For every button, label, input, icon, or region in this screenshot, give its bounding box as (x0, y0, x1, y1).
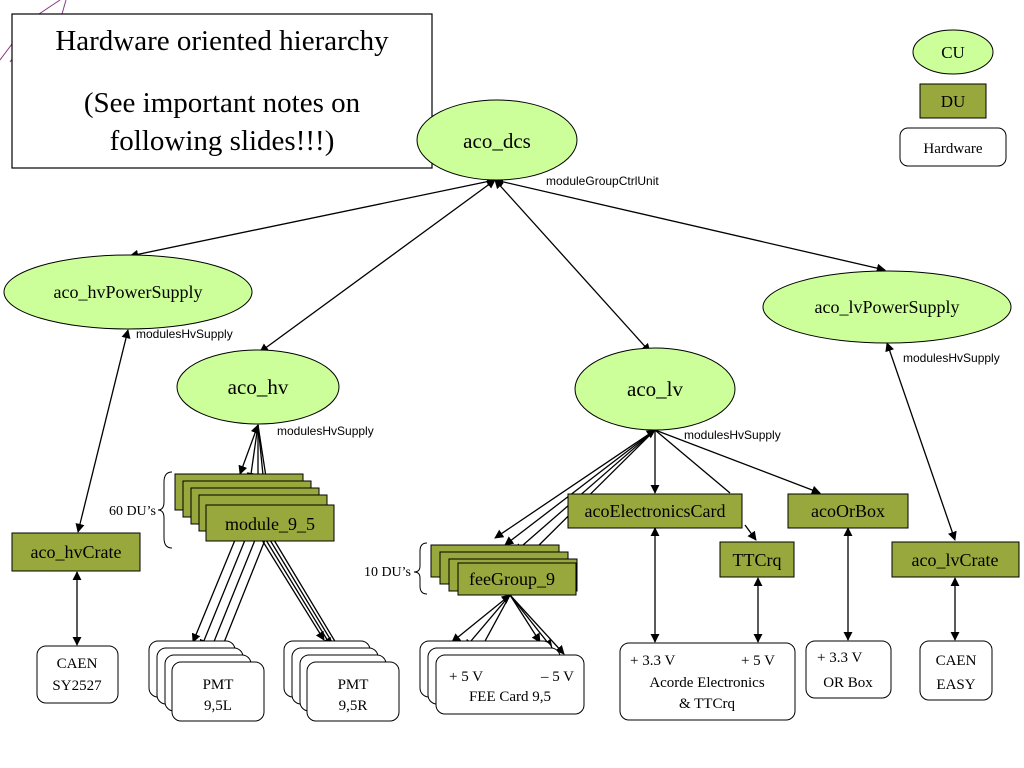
edge-label-hv: modulesHvSupply (277, 424, 374, 438)
brace-60-dus: 60 DU’s (109, 471, 173, 549)
pmt-right-line1: PMT (338, 677, 369, 693)
pmt-right-line2: 9,5R (339, 698, 368, 714)
caen-sy-line1: CAEN (57, 656, 98, 672)
legend-du-shape (919, 83, 987, 119)
hardware-or-box[interactable]: + 3.3 V OR Box (805, 640, 892, 699)
acorde-name: Acorde Electronics (649, 675, 765, 691)
diagram-title: Hardware oriented hierarchy (55, 25, 389, 57)
node-feegroup-label: feeGroup_9 (469, 569, 555, 589)
title-box: Hardware oriented hierarchy (See importa… (11, 13, 433, 169)
legend-cu-shape (912, 29, 994, 75)
note-line-2: following slides!!!) (110, 125, 335, 157)
legend-hardware-label: Hardware (923, 141, 982, 157)
node-aco-lvpowersupply[interactable]: aco_lvPowerSupply (762, 270, 1012, 344)
node-aco-lv-label: aco_lv (627, 377, 683, 401)
node-acoelectronicscard[interactable]: acoElectronicsCard (567, 493, 743, 529)
node-aco-lvcrate-label: aco_lvCrate (912, 550, 999, 570)
pmt-left-line2: 9,5L (204, 698, 232, 714)
hardware-caen-sy2527[interactable]: CAEN SY2527 (36, 645, 119, 704)
node-acoorbox-label: acoOrBox (811, 501, 885, 521)
brace-60-label: 60 DU’s (109, 504, 156, 519)
node-aco-hv-label: aco_hv (228, 375, 289, 399)
node-ttcrq-label: TTCrq (733, 550, 782, 570)
acorde-voltage-1: + 3.3 V (630, 653, 675, 669)
node-acoelectronicscard-label: acoElectronicsCard (585, 501, 726, 521)
node-aco-hvpowersupply-label: aco_hvPowerSupply (54, 282, 203, 302)
pmt-left-line1: PMT (203, 677, 234, 693)
legend: CU DU Hardware (899, 29, 1007, 167)
node-aco-lvcrate[interactable]: aco_lvCrate (891, 541, 1020, 578)
acorde-ttcrq: & TTCrq (679, 696, 735, 712)
fee-minus-voltage: – 5 V (540, 669, 574, 685)
node-aco-lvpowersupply-label: aco_lvPowerSupply (815, 297, 960, 317)
hardware-caen-easy[interactable]: CAEN EASY (919, 640, 993, 701)
caen-easy-line1: CAEN (936, 653, 977, 669)
node-aco-lv[interactable]: aco_lv (574, 347, 736, 431)
legend-hardware-shape (899, 127, 1007, 167)
hardware-pmt-left-stack[interactable]: PMT 9,5L (148, 640, 265, 722)
hardware-acorde-electronics[interactable]: + 3.3 V + 5 V Acorde Electronics & TTCrq (619, 642, 796, 721)
edge-label-lv: modulesHvSupply (684, 428, 781, 442)
acorde-voltage-2: + 5 V (741, 653, 775, 669)
legend-cu-label: CU (941, 43, 965, 62)
node-aco-hvpowersupply[interactable]: aco_hvPowerSupply (3, 254, 253, 330)
edge-label-lvps: modulesHvSupply (903, 351, 1000, 365)
caen-sy-line2: SY2527 (52, 678, 102, 694)
node-aco-hv[interactable]: aco_hv (176, 349, 340, 425)
node-module-label: module_9_5 (225, 514, 315, 534)
edge-label-dcs: moduleGroupCtrlUnit (546, 174, 659, 188)
fee-plus-voltage: + 5 V (449, 669, 483, 685)
feegroup-stack[interactable]: feeGroup_9 (430, 544, 578, 596)
node-acoorbox[interactable]: acoOrBox (787, 493, 909, 529)
note-line-1: (See important notes on (84, 87, 361, 119)
brace-10-dus: 10 DU’s (364, 542, 428, 595)
module-stack[interactable]: module_9_5 (174, 473, 335, 542)
fee-card-name: FEE Card 9,5 (469, 689, 551, 705)
node-aco-hvcrate-label: aco_hvCrate (31, 542, 122, 562)
hardware-fee-card-stack[interactable]: + 5 V – 5 V FEE Card 9,5 (419, 640, 585, 715)
brace-10-label: 10 DU’s (364, 565, 411, 580)
hardware-pmt-right-stack[interactable]: PMT 9,5R (283, 640, 400, 722)
caen-easy-line2: EASY (936, 677, 975, 693)
node-aco-dcs[interactable]: aco_dcs (416, 99, 578, 181)
orbox-name: OR Box (823, 675, 873, 691)
node-aco-hvcrate[interactable]: aco_hvCrate (11, 532, 141, 572)
edge-label-hvps: modulesHvSupply (136, 327, 233, 341)
orbox-voltage: + 3.3 V (817, 650, 862, 666)
legend-du-label: DU (941, 92, 966, 111)
node-ttcrq[interactable]: TTCrq (719, 541, 795, 578)
node-aco-dcs-label: aco_dcs (463, 129, 531, 153)
